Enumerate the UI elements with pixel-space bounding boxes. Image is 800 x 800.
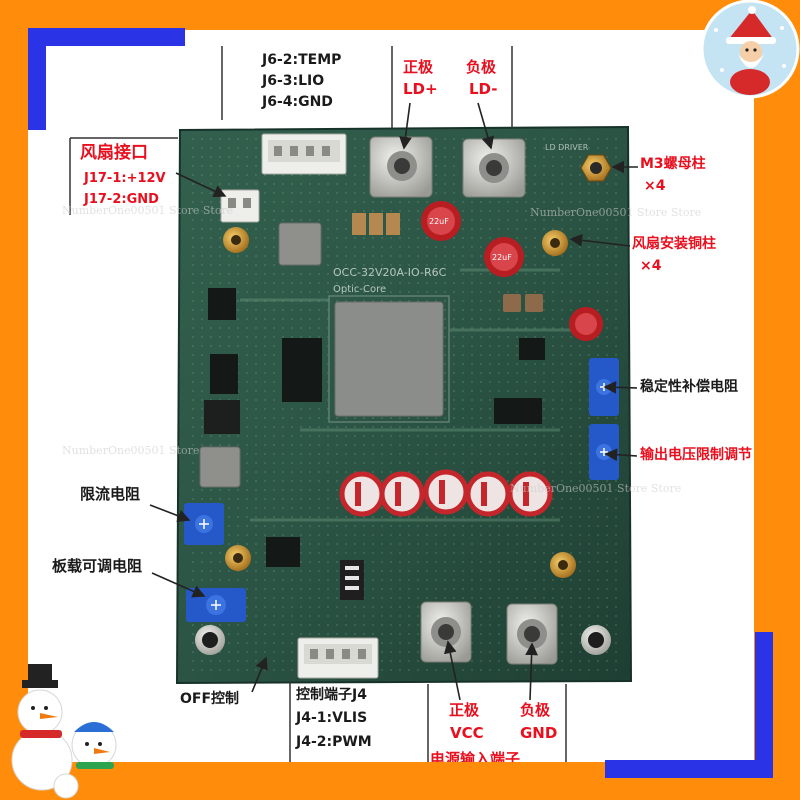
vcc-pin: VCC <box>450 724 484 742</box>
main-chip <box>334 301 444 417</box>
vcc-name: 正极 <box>449 701 480 719</box>
fan-port-arrow <box>175 172 227 198</box>
ld-minus-arrow <box>477 102 495 150</box>
ic-chips <box>204 288 545 567</box>
chip-pad-outline <box>328 295 450 423</box>
onboard-pot <box>186 588 246 622</box>
control-terminal-title: 控制端子J4 <box>296 687 367 703</box>
ld-minus-name: 负极 <box>466 58 497 76</box>
voltage-limit-arrow <box>604 448 638 462</box>
frame-corner-bar-top <box>28 28 185 46</box>
m3-nut-label: M3螺母柱 <box>640 156 706 172</box>
voltage-limit-label: 输出电压限制调节 <box>640 447 752 463</box>
ld-minus-pin: LD- <box>469 80 498 98</box>
inductor-left <box>199 446 241 488</box>
fan-standoff-count: ×4 <box>640 258 662 274</box>
ld-plus-terminal <box>369 136 433 198</box>
watermark-text: NumberOne00501 Store Store <box>510 482 682 495</box>
gnd-name: 负极 <box>520 701 551 719</box>
vcc-terminal <box>420 601 472 663</box>
callout-arrows <box>149 102 638 701</box>
copper-trace <box>240 268 580 522</box>
j6-gnd-label: J6-4:GND <box>262 94 333 110</box>
m3-nut-standoff <box>580 154 612 182</box>
gnd-pin: GND <box>520 724 558 742</box>
smd-capacitors <box>352 213 543 312</box>
stability-resistor-label: 稳定性补偿电阻 <box>640 379 738 395</box>
svg-text:22uF: 22uF <box>492 253 512 262</box>
board-brand-silkscreen: Optic-Core <box>333 284 386 295</box>
mounting-holes <box>195 625 611 655</box>
gnd-arrow <box>525 642 538 701</box>
control-terminal-pin1: J4-1:VLIS <box>296 710 368 726</box>
fan-port-pin2: J17-2:GND <box>84 192 159 207</box>
gnd-terminal <box>506 603 558 665</box>
frame-corner-bar-left <box>28 28 46 130</box>
fan-standoff-label: 风扇安装铜柱 <box>632 236 716 252</box>
frame-corner-bar-right <box>755 632 773 778</box>
fan-port-title: 风扇接口 <box>80 143 148 163</box>
callout-lines <box>69 46 567 762</box>
ld-driver-silkscreen: LD DRIVER <box>545 143 589 152</box>
onboard-pot-label: 板载可调电阻 <box>52 557 143 575</box>
inductor-top <box>278 222 322 266</box>
board-model-silkscreen: OCC-32V20A-IO-R6C <box>333 266 447 279</box>
current-limit-pot <box>184 503 224 545</box>
fan-copper-standoffs <box>223 227 576 578</box>
j4-control-connector <box>297 637 379 679</box>
svg-text:22uF: 22uF <box>429 217 449 226</box>
off-control-arrow <box>251 656 268 693</box>
capacitors-bottom-row <box>339 469 553 517</box>
watermark-text: NumberOne00501 Store Store <box>62 204 234 217</box>
vcc-arrow <box>444 640 461 701</box>
fan-port-pin1: J17-1:+12V <box>84 171 166 186</box>
frame-corner-bar-bottom <box>605 760 773 778</box>
capacitors-top: 22uF 22uF <box>421 201 603 341</box>
current-limit-arrow <box>149 504 191 522</box>
stability-arrow <box>603 380 638 394</box>
control-terminal-pin2: J4-2:PWM <box>296 734 372 750</box>
ld-plus-pin: LD+ <box>403 80 438 98</box>
j17-fan-connector <box>220 189 260 223</box>
j6-lio-label: J6-3:LIO <box>262 73 325 89</box>
j6-temp-label: J6-2:TEMP <box>262 52 342 68</box>
ld-plus-arrow <box>399 102 412 150</box>
voltage-limit-pot <box>589 424 619 480</box>
j6-connector <box>261 133 347 175</box>
watermark-text: NumberOne00501 Store <box>62 444 200 457</box>
pcb-board: OCC-32V20A-IO-R6C Optic-Core LD DRIVER <box>175 125 633 685</box>
watermark-text: NumberOne00501 Store Store <box>530 206 702 219</box>
ld-plus-name: 正极 <box>403 58 434 76</box>
fan-standoff-arrow <box>569 233 631 247</box>
dip-switch <box>340 560 364 600</box>
m3-nut-count: ×4 <box>644 178 666 194</box>
off-control-label: OFF控制 <box>180 691 240 707</box>
current-limit-label: 限流电阻 <box>80 485 141 503</box>
onboard-pot-arrow <box>151 572 206 598</box>
ld-minus-terminal <box>462 138 526 198</box>
